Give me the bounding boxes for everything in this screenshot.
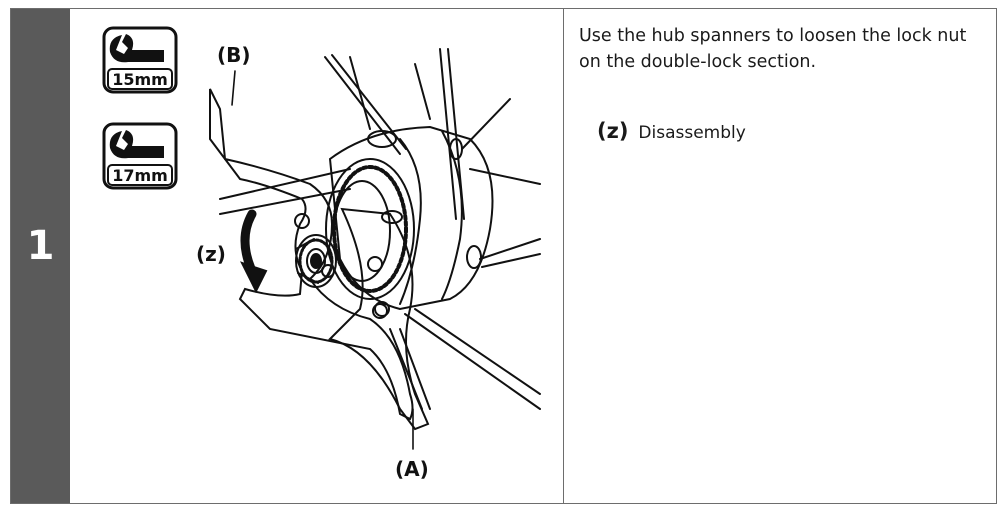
step-number: 1 bbox=[26, 223, 55, 269]
callout-a-label: (A) bbox=[395, 457, 429, 481]
spanner-15mm-icon: 15mm bbox=[102, 26, 178, 94]
step-number-column: 1 bbox=[11, 9, 70, 503]
instruction-text-column: Use the hub spanners to loosen the lock … bbox=[564, 9, 996, 503]
tool-size-label: 15mm bbox=[112, 70, 168, 89]
spanner-17mm-icon: 17mm bbox=[102, 122, 178, 190]
legend-item: (z) Disassembly bbox=[597, 119, 746, 143]
tool-size-label: 17mm bbox=[112, 166, 168, 185]
column-divider bbox=[563, 9, 564, 503]
callout-z-label: (z) bbox=[196, 242, 226, 266]
callout-b-label: (B) bbox=[217, 43, 251, 67]
hub-illustration: 15mm 17mm bbox=[70, 9, 563, 503]
instruction-text: Use the hub spanners to loosen the lock … bbox=[579, 26, 967, 72]
legend-key: (z) bbox=[597, 119, 629, 143]
legend-label: Disassembly bbox=[638, 123, 746, 143]
hub-drawing bbox=[209, 48, 541, 450]
instruction-step-panel: 1 15mm 17mm bbox=[10, 8, 997, 504]
